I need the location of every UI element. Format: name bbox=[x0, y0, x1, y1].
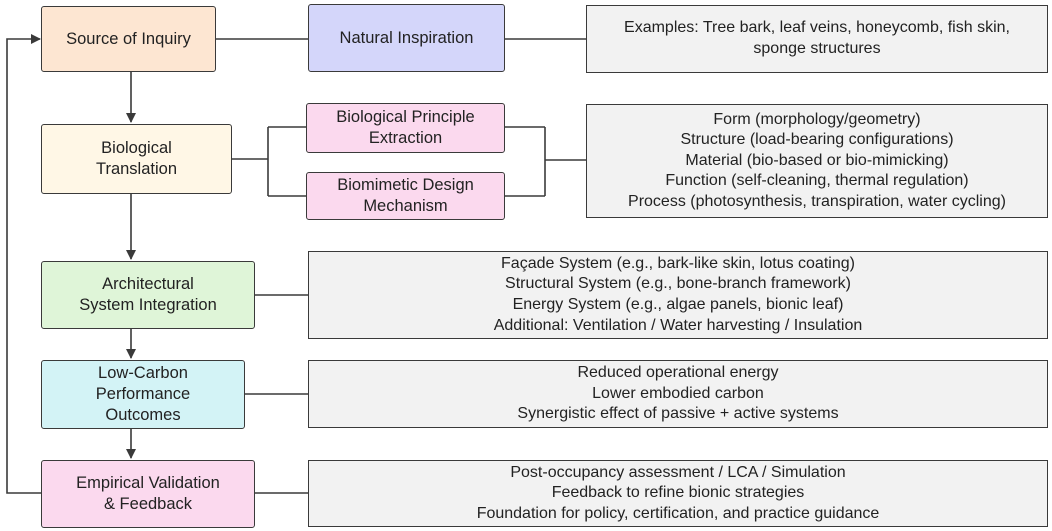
detail-validation-lines: Post-occupancy assessment / LCA / Simula… bbox=[477, 463, 880, 525]
detail-line: Examples: Tree bark, leaf veins, honeyco… bbox=[624, 19, 1010, 37]
detail-line: Foundation for policy, certification, an… bbox=[476, 504, 880, 522]
detail-line: Lower embodied carbon bbox=[592, 384, 764, 402]
detail-integration-lines: Façade System (e.g., bark-like skin, lot… bbox=[494, 254, 863, 336]
feedback-loop-arrow bbox=[6, 34, 42, 494]
detail-line: Post-occupancy assessment / LCA / Simula… bbox=[510, 463, 846, 481]
detail-line: Structure (load-bearing configurations) bbox=[680, 131, 954, 149]
stage-biological-translation: Biological Translation bbox=[41, 124, 232, 194]
detail-line: Material (bio-based or bio-mimicking) bbox=[685, 151, 949, 169]
detail-examples: Examples: Tree bark, leaf veins, honeyco… bbox=[586, 5, 1048, 73]
stage-architectural-system-integration: Architectural System Integration bbox=[41, 261, 255, 329]
stage-low-carbon-performance-outcomes: Low-Carbon Performance Outcomes bbox=[41, 360, 245, 429]
detail-outcomes-lines: Reduced operational energy Lower embodie… bbox=[517, 363, 838, 425]
detail-line: Additional: Ventilation / Water harvesti… bbox=[493, 316, 863, 334]
branch-biological-principle-extraction: Biological Principle Extraction bbox=[306, 103, 505, 153]
detail-translation-lines: Form (morphology/geometry) Structure (lo… bbox=[628, 110, 1006, 213]
detail-validation-feedback: Post-occupancy assessment / LCA / Simula… bbox=[308, 460, 1048, 527]
branch-biomimetic-design-mechanism: Biomimetic Design Mechanism bbox=[306, 172, 505, 220]
detail-translation-aspects: Form (morphology/geometry) Structure (lo… bbox=[586, 104, 1048, 218]
detail-line: Feedback to refine bionic strategies bbox=[551, 484, 805, 502]
detail-line: Function (self-cleaning, thermal regulat… bbox=[665, 172, 969, 190]
branch-natural-inspiration: Natural Inspiration bbox=[308, 4, 505, 72]
detail-line: Process (photosynthesis, transpiration, … bbox=[628, 192, 1006, 210]
detail-line: Reduced operational energy bbox=[577, 364, 779, 382]
detail-performance-outcomes: Reduced operational energy Lower embodie… bbox=[308, 360, 1048, 428]
detail-line: Energy System (e.g., algae panels, bioni… bbox=[512, 296, 844, 313]
detail-examples-lines: Examples: Tree bark, leaf veins, honeyco… bbox=[624, 18, 1010, 59]
detail-line: Façade System (e.g., bark-like skin, lot… bbox=[501, 254, 855, 272]
detail-line: Synergistic effect of passive + active s… bbox=[517, 405, 839, 423]
detail-system-integration: Façade System (e.g., bark-like skin, lot… bbox=[308, 251, 1048, 339]
detail-line: Structural System (e.g., bone-branch fra… bbox=[505, 275, 851, 293]
detail-line: Form (morphology/geometry) bbox=[713, 110, 921, 128]
detail-line: sponge structures bbox=[753, 40, 881, 57]
stage-source-of-inquiry: Source of Inquiry bbox=[41, 6, 216, 72]
stage-empirical-validation-feedback: Empirical Validation & Feedback bbox=[41, 460, 255, 528]
